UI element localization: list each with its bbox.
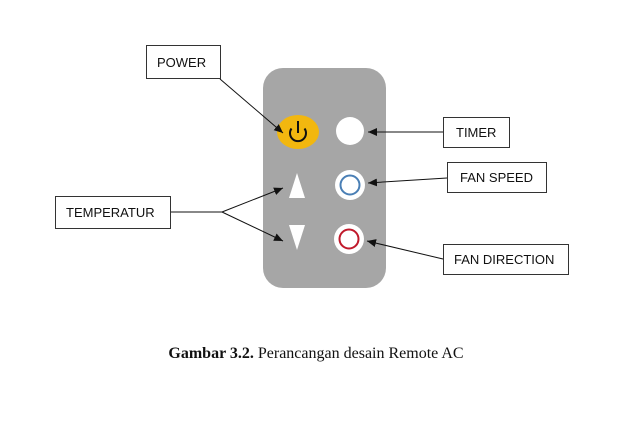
timer-label-text: TIMER [456,125,497,140]
power-icon [289,121,307,143]
power-arrow [219,78,284,134]
triangle-up-icon[interactable] [289,173,305,198]
fan-direction-button[interactable] [334,224,364,254]
temperature-label: TEMPERATUR [55,196,171,229]
fan-speed-label: FAN SPEED [447,162,547,193]
fan-speed-label-text: FAN SPEED [460,170,533,185]
triangle-down-icon[interactable] [289,225,305,250]
timer-label: TIMER [443,117,510,148]
caption-text: Perancangan desain Remote AC [253,345,464,362]
power-button[interactable] [277,115,319,149]
timer-button[interactable] [336,117,364,145]
figure-caption: Gambar 3.2. Perancangan desain Remote AC [0,345,632,363]
temperature-arrow-down [221,211,284,242]
power-label: POWER [146,45,221,79]
caption-prefix: Gambar 3.2. [168,345,254,362]
temperature-arrow-up [221,187,284,213]
fan-speed-button[interactable] [335,170,365,200]
fan-speed-arrow [367,177,448,187]
fan-direction-label: FAN DIRECTION [443,244,569,275]
remote-body [263,68,386,288]
fan-direction-label-text: FAN DIRECTION [454,252,555,267]
fan-direction-arrow [366,239,444,260]
temperature-label-text: TEMPERATUR [66,205,155,220]
power-label-text: POWER [157,54,207,70]
